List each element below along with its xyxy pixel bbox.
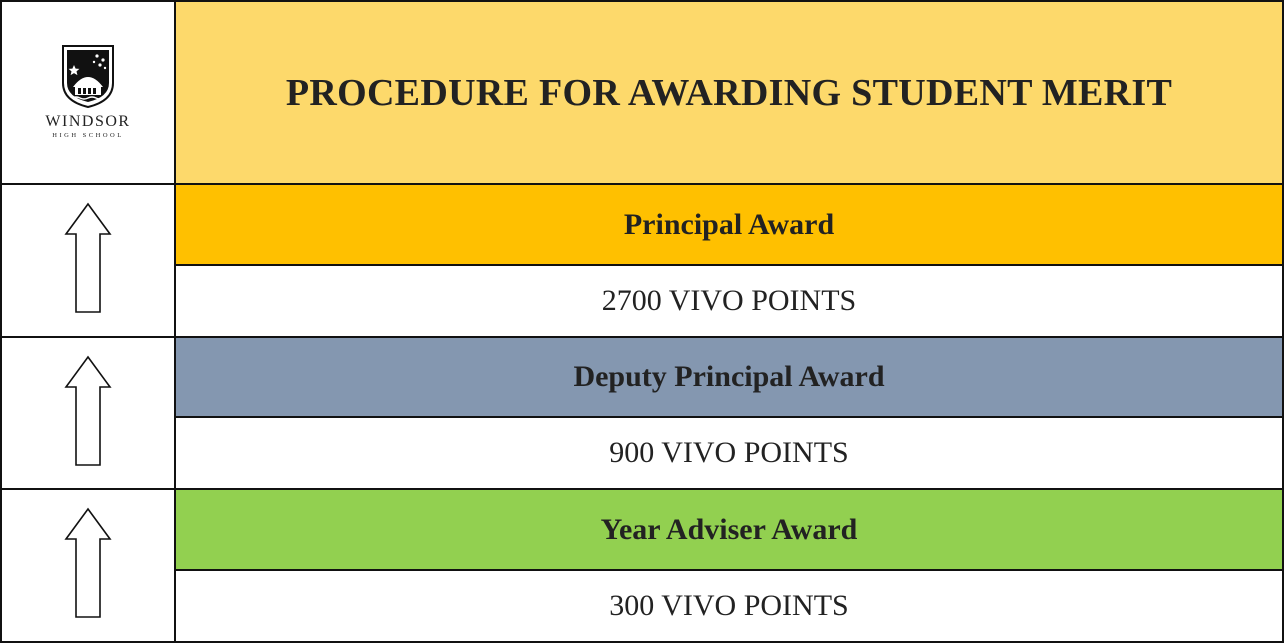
award-principal: Principal Award bbox=[174, 183, 1284, 266]
arrow-cell-deputy bbox=[0, 335, 176, 491]
points-deputy: 900 VIVO POINTS bbox=[174, 416, 1284, 491]
award-name: Year Adviser Award bbox=[600, 512, 858, 546]
arrow-cell-principal bbox=[0, 183, 176, 338]
school-logo: WINDSOR HIGH SCHOOL bbox=[45, 43, 130, 139]
up-arrow-icon bbox=[64, 507, 112, 619]
up-arrow-icon bbox=[64, 355, 112, 466]
award-name: Principal Award bbox=[623, 207, 835, 241]
points-value: 900 VIVO POINTS bbox=[609, 436, 849, 470]
logo-cell: WINDSOR HIGH SCHOOL bbox=[0, 0, 176, 186]
up-arrow-icon bbox=[64, 202, 112, 313]
arrow-cell-adviser bbox=[0, 488, 176, 643]
points-row-principal: 2700 VIVO POINTS bbox=[1, 263, 1284, 338]
header-row: WINDSOR HIGH SCHOOL PROCEDURE FOR AWARDI… bbox=[0, 0, 1284, 186]
award-deputy: Deputy Principal Award bbox=[174, 335, 1284, 419]
award-row-adviser: Year Adviser Award bbox=[0, 488, 1284, 643]
award-row-principal: Principal Award bbox=[0, 183, 1284, 338]
points-adviser: 300 VIVO POINTS bbox=[174, 568, 1284, 644]
page-title: PROCEDURE FOR AWARDING STUDENT MERIT bbox=[285, 71, 1173, 114]
points-row-adviser: 300 VIVO POINTS bbox=[1, 568, 1284, 644]
award-adviser: Year Adviser Award bbox=[174, 488, 1284, 571]
award-name: Deputy Principal Award bbox=[573, 360, 885, 394]
school-subtitle: HIGH SCHOOL bbox=[52, 132, 124, 140]
points-value: 300 VIVO POINTS bbox=[609, 588, 849, 622]
points-principal: 2700 VIVO POINTS bbox=[174, 263, 1284, 338]
title-cell: PROCEDURE FOR AWARDING STUDENT MERIT bbox=[174, 0, 1284, 186]
school-name: WINDSOR bbox=[45, 113, 131, 131]
points-value: 2700 VIVO POINTS bbox=[601, 283, 857, 317]
points-row-deputy: 900 VIVO POINTS bbox=[1, 416, 1284, 491]
school-crest-icon bbox=[61, 45, 114, 109]
award-row-deputy: Deputy Principal Award bbox=[0, 335, 1284, 491]
